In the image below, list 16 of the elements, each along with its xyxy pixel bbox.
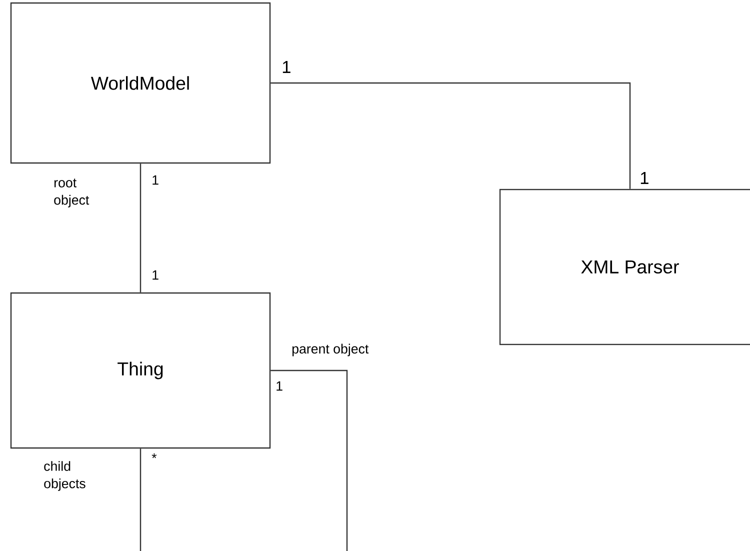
class-box: Thing xyxy=(10,292,271,449)
association-line xyxy=(140,164,142,292)
multiplicity-label: 1 xyxy=(276,381,282,391)
multiplicity-label: 1 xyxy=(152,175,158,185)
class-box: XML Parser xyxy=(499,188,750,346)
multiplicity-label: 1 xyxy=(282,61,290,73)
class-box: WorldModel xyxy=(10,2,271,164)
association-line xyxy=(140,448,142,551)
multiplicity-label: * xyxy=(152,453,157,458)
multiplicity-label: 1 xyxy=(152,270,158,280)
role-label: parent object xyxy=(292,344,369,356)
role-label: child objects xyxy=(44,461,86,491)
association-line xyxy=(270,370,348,551)
multiplicity-label: 1 xyxy=(640,172,648,184)
association-line xyxy=(270,82,631,189)
role-label: root object xyxy=(54,178,90,208)
